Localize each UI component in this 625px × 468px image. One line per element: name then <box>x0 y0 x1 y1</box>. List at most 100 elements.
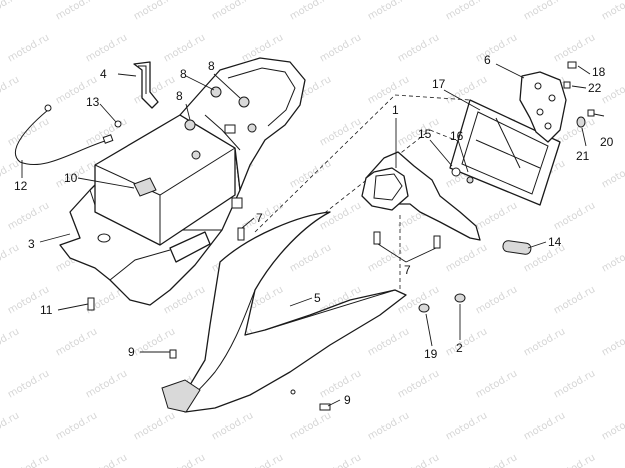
watermark-text: motod.ru <box>600 410 625 442</box>
watermark-text: motod.ru <box>0 242 21 274</box>
callout-8b: 8 <box>208 59 215 73</box>
watermark-text: motod.ru <box>210 0 255 23</box>
watermark-text: motod.ru <box>600 74 625 106</box>
part-21-nut <box>576 116 586 128</box>
watermark-text: motod.ru <box>600 326 625 358</box>
watermark-text: motod.ru <box>396 32 441 64</box>
part-11-screw <box>87 297 95 311</box>
part-8-grommet-a <box>210 86 222 98</box>
watermark-text: motod.ru <box>444 74 489 106</box>
watermark-text: motod.ru <box>132 0 177 23</box>
part-9-screw-b <box>319 403 331 411</box>
watermark-text: motod.ru <box>474 368 519 400</box>
watermark-text: motod.ru <box>552 284 597 316</box>
watermark-text: motod.ru <box>366 0 411 23</box>
callout-11: 11 <box>40 303 53 317</box>
watermark-text: motod.ru <box>6 452 51 468</box>
watermark-text: motod.ru <box>600 0 625 23</box>
callout-15: 15 <box>418 127 432 141</box>
part-9-screw-a <box>169 349 177 359</box>
watermark-text: motod.ru <box>522 326 567 358</box>
part-7-screw-a <box>237 227 245 241</box>
watermark-text: motod.ru <box>84 116 129 148</box>
part-12-wire-harness <box>14 104 114 166</box>
watermark-text: motod.ru <box>0 74 21 106</box>
watermark-text: motod.ru <box>552 368 597 400</box>
callout-7b: 7 <box>404 263 411 277</box>
watermark-text: motod.ru <box>318 32 363 64</box>
watermark-text: motod.ru <box>162 452 207 468</box>
watermark-text: motod.ru <box>162 32 207 64</box>
callout-21: 21 <box>576 149 590 163</box>
watermark-text: motod.ru <box>288 0 333 23</box>
part-6-bracket-plate <box>519 71 567 143</box>
part-16-nut <box>466 176 474 184</box>
watermark-text: motod.ru <box>0 410 21 442</box>
part-2-nut <box>454 293 466 303</box>
part-5-rear-hugger <box>161 211 407 413</box>
watermark-text: motod.ru <box>474 32 519 64</box>
part-18-screw <box>567 61 577 69</box>
watermark-text: motod.ru <box>288 410 333 442</box>
watermark-text: motod.ru <box>318 368 363 400</box>
watermark-text: motod.ru <box>84 452 129 468</box>
callout-8a: 8 <box>180 67 187 81</box>
watermark-text: motod.ru <box>366 410 411 442</box>
callout-10: 10 <box>64 171 78 185</box>
watermark-text: motod.ru <box>552 32 597 64</box>
watermark-text: motod.ru <box>366 326 411 358</box>
callout-5: 5 <box>314 291 321 305</box>
callout-22: 22 <box>588 81 602 95</box>
callout-20: 20 <box>600 135 614 149</box>
watermark-text: motod.ru <box>6 116 51 148</box>
watermark-text: motod.ru <box>396 284 441 316</box>
part-22-washer <box>563 81 571 89</box>
watermark-text: motod.ru <box>288 242 333 274</box>
callout-13: 13 <box>86 95 100 109</box>
watermark-text: motod.ru <box>444 0 489 23</box>
watermark-text: motod.ru <box>132 410 177 442</box>
watermark-text: motod.ru <box>84 368 129 400</box>
callout-9a: 9 <box>128 345 135 359</box>
part-13-nut <box>114 120 122 128</box>
watermark-text: motod.ru <box>54 326 99 358</box>
watermark-text: motod.ru <box>552 200 597 232</box>
watermark-text: motod.ru <box>84 32 129 64</box>
callout-16: 16 <box>450 129 464 143</box>
callout-2: 2 <box>456 341 463 355</box>
watermark-text: motod.ru <box>600 158 625 190</box>
watermark-text: motod.ru <box>54 410 99 442</box>
watermark-text: motod.ru <box>6 368 51 400</box>
callout-leaders <box>21 63 605 407</box>
part-14-reflector <box>502 240 532 255</box>
callout-18: 18 <box>592 65 606 79</box>
part-7-screw-c <box>433 235 441 249</box>
watermark-text: motod.ru <box>0 0 21 23</box>
watermark-text: motod.ru <box>288 158 333 190</box>
part-20-screw <box>587 109 595 117</box>
callout-labels: 4 13 12 10 3 11 9 8 8 8 7 5 9 1 7 19 2 1… <box>14 53 614 407</box>
watermark-text: motod.ru <box>522 0 567 23</box>
fasteners <box>87 61 595 411</box>
part-15-washer <box>451 167 461 177</box>
watermark-text: motod.ru <box>210 410 255 442</box>
callout-7a: 7 <box>256 211 263 225</box>
watermark-text: motod.ru <box>522 410 567 442</box>
part-7-screw-b <box>373 231 381 245</box>
watermark-text: motod.ru <box>6 200 51 232</box>
watermark-text: motod.ru <box>444 242 489 274</box>
watermark-text: motod.ru <box>6 32 51 64</box>
callout-6: 6 <box>484 53 491 67</box>
callout-1: 1 <box>392 103 399 117</box>
watermark-text: motod.ru <box>318 452 363 468</box>
callout-9b: 9 <box>344 393 351 407</box>
part-10-battery-tray <box>94 114 236 263</box>
part-19-nut <box>418 303 430 313</box>
part-17-plate-holder <box>449 99 561 206</box>
callout-14: 14 <box>548 235 562 249</box>
watermark-text: motod.ru <box>474 284 519 316</box>
part-8-grommet-b <box>238 96 250 108</box>
watermark-text: motod.ru <box>366 74 411 106</box>
